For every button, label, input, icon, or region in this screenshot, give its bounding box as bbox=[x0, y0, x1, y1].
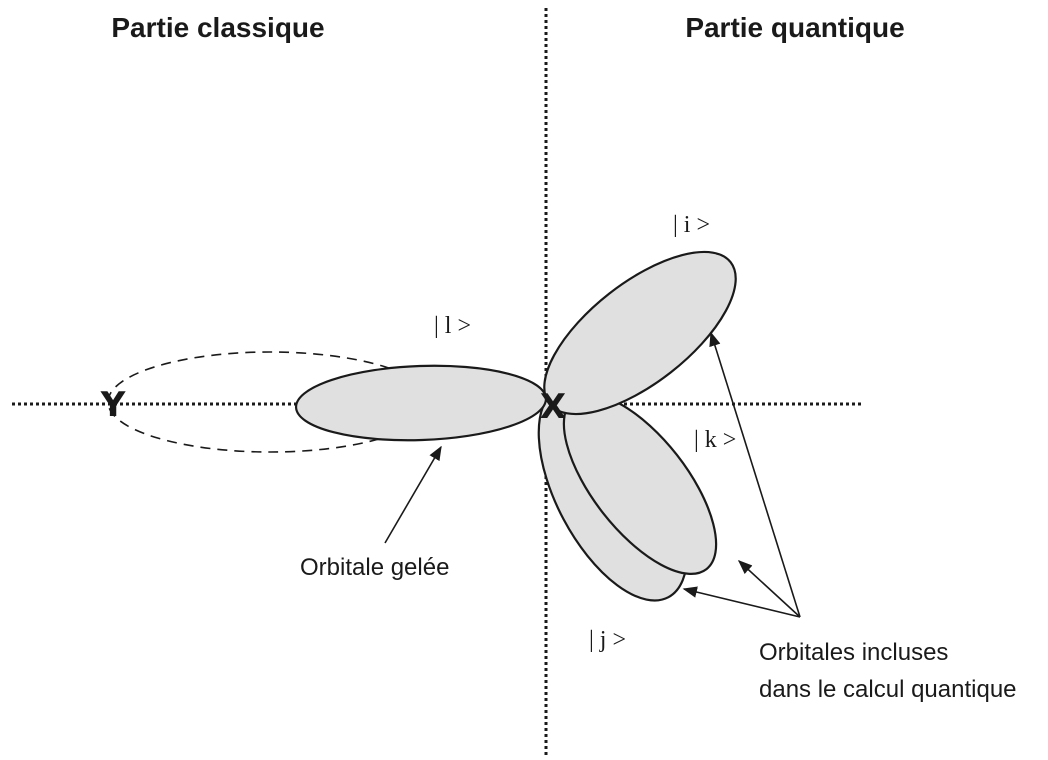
orbital-k-label: | k > bbox=[694, 427, 736, 453]
included-orbital-arrow-j bbox=[682, 586, 801, 618]
included-orbital-arrow-i bbox=[709, 331, 801, 618]
orbital-i-lobe bbox=[543, 250, 737, 416]
included-orbitals-caption-line1: Orbitales incluses bbox=[759, 639, 948, 666]
orbital-l-label: | l > bbox=[434, 313, 471, 339]
quantum-part-title: Partie quantique bbox=[685, 12, 904, 43]
included-orbitals-caption-line2: dans le calcul quantique bbox=[759, 676, 1017, 703]
atom-y-marker: Y bbox=[100, 385, 126, 425]
frozen-orbital-arrow bbox=[384, 445, 442, 544]
frozen-orbital-caption: Orbitale gelée bbox=[300, 554, 449, 581]
orbital-j-label: | j > bbox=[589, 627, 626, 653]
orbital-i-label: | i > bbox=[673, 212, 710, 238]
included-orbital-arrow-k bbox=[737, 560, 801, 618]
classical-part-title: Partie classique bbox=[111, 12, 324, 43]
atom-x-marker: X bbox=[540, 387, 566, 427]
orbital-l-lobe bbox=[294, 364, 548, 442]
